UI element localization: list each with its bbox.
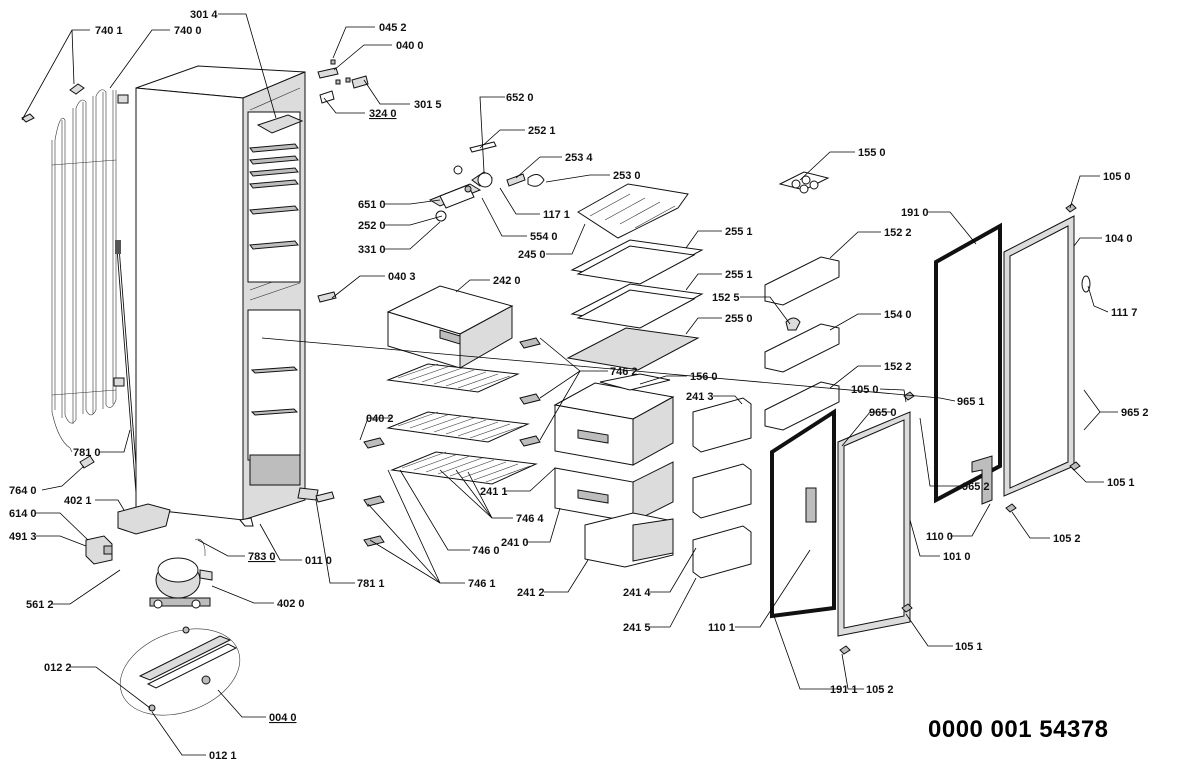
part-label-1911: 191 1	[830, 684, 858, 696]
part-label-2551b: 255 1	[725, 269, 753, 281]
thermostat-assembly	[428, 141, 545, 222]
part-labels: 740 1 740 0 301 4 045 2 040 0 324 0 301 …	[9, 9, 1149, 762]
part-label-1100: 110 0	[926, 531, 953, 543]
condenser-coil	[21, 83, 129, 453]
wire-shelves	[363, 337, 541, 547]
part-label-3240: 324 0	[369, 108, 397, 120]
part-label-2410: 241 0	[501, 537, 529, 549]
crisper-drawer-top	[386, 285, 514, 369]
leader-lines	[21, 13, 1118, 756]
part-label-0110: 011 0	[305, 555, 332, 567]
screws	[79, 203, 1081, 655]
part-label-6520: 652 0	[506, 92, 534, 104]
part-label-3015: 301 5	[414, 99, 442, 111]
part-label-5612: 561 2	[26, 599, 54, 611]
part-label-2411: 241 1	[480, 486, 508, 498]
freezer-drawers	[553, 373, 752, 579]
part-label-0121: 012 1	[209, 750, 237, 762]
part-label-1117: 111 7	[1111, 307, 1137, 319]
part-label-2551a: 255 1	[725, 226, 753, 238]
part-label-6140: 614 0	[9, 508, 37, 520]
egg-tray	[778, 171, 830, 194]
compressor	[149, 557, 213, 609]
part-label-0400: 040 0	[396, 40, 424, 52]
part-label-6510: 651 0	[358, 199, 386, 211]
part-label-1540: 154 0	[884, 309, 912, 321]
part-label-7464: 746 4	[516, 513, 544, 525]
part-label-7640: 764 0	[9, 485, 37, 497]
document-number: 0000 001 54378	[928, 716, 1109, 743]
part-label-0403: 040 3	[388, 271, 416, 283]
top-hinge-parts	[317, 59, 369, 104]
part-label-2415: 241 5	[623, 622, 651, 634]
part-label-1050b: 105 0	[851, 384, 879, 396]
part-label-7830: 783 0	[248, 551, 276, 563]
part-label-2413: 241 3	[686, 391, 714, 403]
part-label-1522b: 152 2	[884, 361, 912, 373]
fridge-door	[934, 215, 1091, 505]
part-label-1010: 101 0	[943, 551, 971, 563]
part-label-2520: 252 0	[358, 220, 386, 232]
part-label-5540: 554 0	[530, 231, 558, 243]
part-label-1910a: 191 0	[901, 207, 929, 219]
part-label-1050a: 105 0	[1103, 171, 1131, 183]
part-label-4913: 491 3	[9, 531, 37, 543]
part-label-2412: 241 2	[517, 587, 545, 599]
part-label-2450: 245 0	[518, 249, 546, 261]
part-label-1560: 156 0	[690, 371, 718, 383]
freezer-door	[770, 408, 911, 637]
glass-shelves	[566, 183, 704, 371]
drain-tube	[115, 240, 140, 506]
part-label-7811: 781 1	[357, 578, 385, 590]
part-label-1171: 117 1	[543, 209, 570, 221]
part-label-0040: 004 0	[269, 712, 297, 724]
part-label-7400: 740 0	[174, 25, 202, 37]
part-label-1525: 152 5	[712, 292, 740, 304]
part-label-9651: 965 1	[957, 396, 985, 408]
part-label-0452: 045 2	[379, 22, 407, 34]
relay	[85, 503, 206, 565]
part-label-1052b: 105 2	[866, 684, 894, 696]
part-label-4021: 402 1	[64, 495, 92, 507]
door-bins	[764, 256, 840, 431]
part-label-1051a: 105 1	[1107, 477, 1135, 489]
part-label-1101: 110 1	[708, 622, 735, 634]
part-label-7460: 746 0	[472, 545, 500, 557]
part-label-2420: 242 0	[493, 275, 521, 287]
parts-drawing	[21, 59, 1091, 716]
part-label-2534: 253 4	[565, 152, 593, 164]
part-label-2550: 255 0	[725, 313, 753, 325]
base-plate	[119, 626, 241, 716]
part-label-0402: 040 2	[366, 413, 394, 425]
part-label-7810: 781 0	[73, 447, 101, 459]
part-label-1051b: 105 1	[955, 641, 983, 653]
part-label-9650: 965 0	[869, 407, 897, 419]
part-label-9652b: 965 2	[962, 481, 990, 493]
part-label-3014: 301 4	[190, 9, 218, 21]
part-label-3310: 331 0	[358, 244, 386, 256]
part-label-1052a: 105 2	[1053, 533, 1081, 545]
part-label-7461: 746 1	[468, 578, 496, 590]
part-label-1550: 155 0	[858, 147, 886, 159]
part-label-2530: 253 0	[613, 170, 641, 182]
cabinet	[135, 65, 319, 527]
part-label-7462: 746 2	[610, 366, 638, 378]
part-label-2414: 241 4	[623, 587, 651, 599]
part-label-1040: 104 0	[1105, 233, 1133, 245]
part-label-0122: 012 2	[44, 662, 72, 674]
part-label-1522a: 152 2	[884, 227, 912, 239]
part-label-2521: 252 1	[528, 125, 556, 137]
part-label-7401: 740 1	[95, 25, 123, 37]
cabinet-rails	[249, 143, 299, 416]
part-label-4020: 402 0	[277, 598, 305, 610]
part-label-9652a: 965 2	[1121, 407, 1149, 419]
